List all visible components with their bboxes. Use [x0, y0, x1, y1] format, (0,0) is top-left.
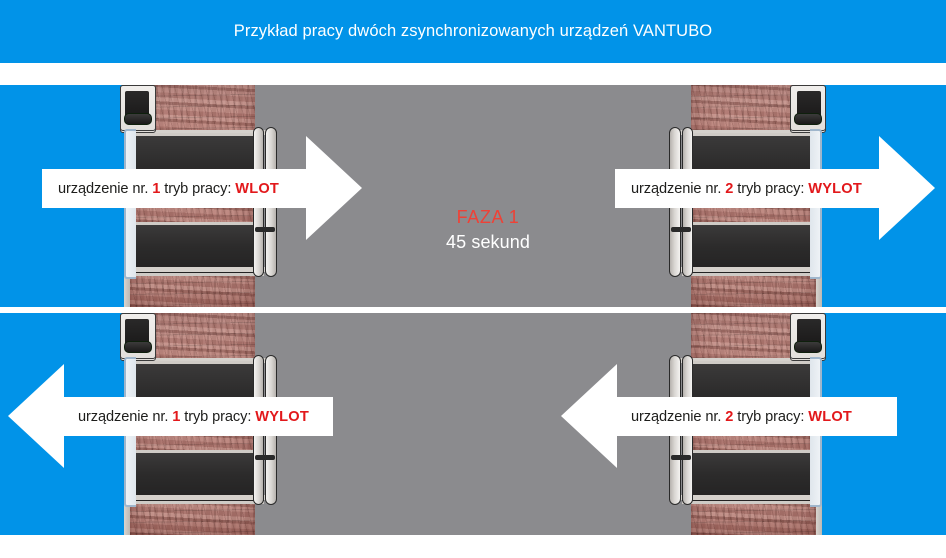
device-label-2: urządzenie nr. 2 tryb pracy: WYLOT: [631, 181, 862, 197]
fan-blade-icon: [794, 113, 822, 125]
phase-panel-2: FAZA 2 45 sekund urządzenie nr. 1 tryb p…: [0, 313, 946, 535]
phase-panel-1: FAZA 1 45 sekund urządzenie nr. 1 tryb p…: [0, 85, 946, 307]
panel-separator: [0, 307, 946, 313]
device-mode: WLOT: [235, 180, 280, 197]
device-label-3: urządzenie nr. 1 tryb pracy: WYLOT: [78, 409, 309, 425]
label-prefix: urządzenie nr.: [58, 180, 149, 197]
airflow-label-2: urządzenie nr. 2 tryb pracy: WYLOT: [615, 169, 879, 208]
device-number: 2: [725, 180, 734, 197]
grille-clip: [255, 455, 275, 460]
arrow-head-left-icon: [8, 364, 64, 468]
device-label-1: urządzenie nr. 1 tryb pracy: WLOT: [58, 181, 279, 197]
airflow-label-1: urządzenie nr. 1 tryb pracy: WLOT: [42, 169, 306, 208]
fan-blade-icon: [124, 113, 152, 125]
phase-caption-1: FAZA 1 45 sekund: [388, 205, 588, 255]
device-mode: WYLOT: [255, 408, 309, 425]
label-mid: tryb pracy:: [184, 408, 252, 425]
arrow-head-right-icon: [306, 136, 362, 240]
header-spacer: [0, 63, 946, 85]
label-prefix: urządzenie nr.: [631, 180, 722, 197]
device-mode: WYLOT: [808, 180, 862, 197]
airflow-label-3: urządzenie nr. 1 tryb pracy: WYLOT: [64, 397, 333, 436]
page-title: Przykład pracy dwóch zsynchronizowanych …: [233, 22, 713, 40]
label-mid: tryb pracy:: [737, 408, 805, 425]
arrow-head-left-icon: [561, 364, 617, 468]
duct-sleeve-bottom: [680, 267, 816, 272]
label-prefix: urządzenie nr.: [631, 408, 722, 425]
phase-duration: 45 sekund: [446, 232, 530, 252]
duct-sleeve-top: [130, 358, 266, 363]
airflow-label-4: urządzenie nr. 2 tryb pracy: WLOT: [617, 397, 897, 436]
grille-clip: [671, 455, 691, 460]
device-label-4: urządzenie nr. 2 tryb pracy: WLOT: [631, 409, 852, 425]
label-prefix: urządzenie nr.: [78, 408, 169, 425]
bottom-spacer: [0, 535, 946, 558]
grille-clip: [671, 227, 691, 232]
device-mode: WLOT: [808, 408, 853, 425]
device-number: 1: [152, 180, 161, 197]
label-mid: tryb pracy:: [737, 180, 805, 197]
header-banner: Przykład pracy dwóch zsynchronizowanych …: [0, 0, 946, 63]
fan-blade-icon: [124, 341, 152, 353]
fan-blade-icon: [794, 341, 822, 353]
device-number: 2: [725, 408, 734, 425]
duct-sleeve-top: [130, 130, 266, 135]
phase-title: FAZA 1: [456, 207, 520, 227]
device-number: 1: [172, 408, 181, 425]
grille-clip: [255, 227, 275, 232]
arrow-head-right-icon: [879, 136, 935, 240]
duct-sleeve-bottom: [680, 495, 816, 500]
duct-sleeve-bottom: [130, 267, 266, 272]
duct-sleeve-bottom: [130, 495, 266, 500]
label-mid: tryb pracy:: [164, 180, 232, 197]
